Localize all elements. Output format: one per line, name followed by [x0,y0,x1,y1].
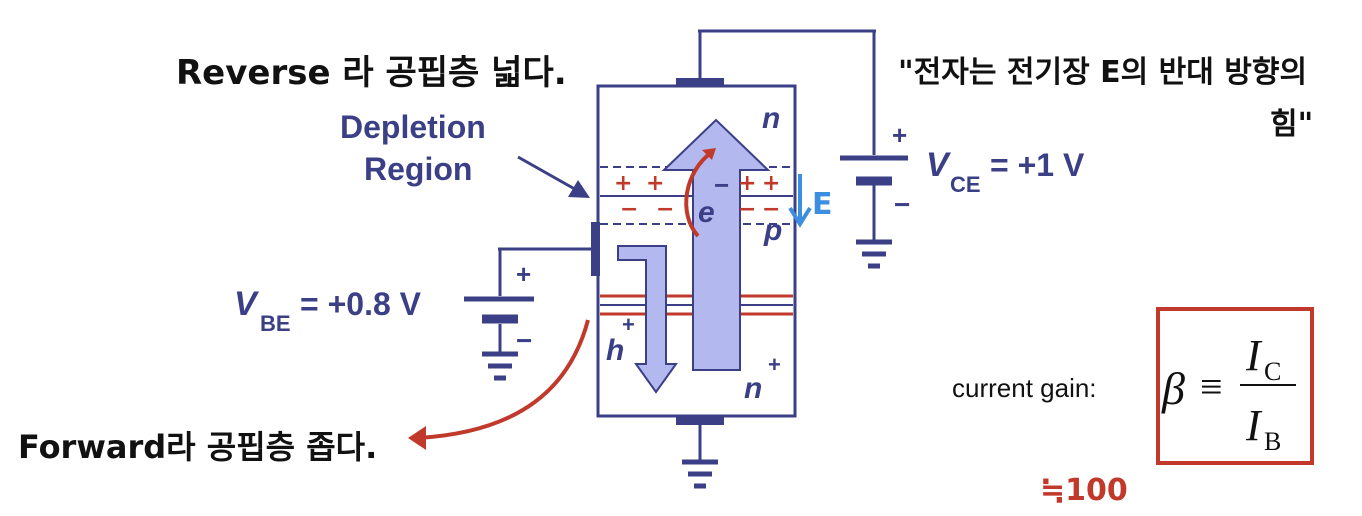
svg-text:+: + [762,171,780,196]
svg-text:V: V [234,285,260,323]
formula-box [1156,307,1314,465]
vce-minus-sign: − [894,189,910,220]
emitter-contact [676,416,724,425]
svg-text:CE: CE [950,172,981,197]
e-field-arrow-head [788,206,812,228]
depletion-pointer-arrowhead [568,180,590,198]
vce-ground-icon [856,239,892,269]
svg-text:+: + [614,171,632,196]
depletion-pointer-line [517,155,581,194]
vbe-plus-sign: + [516,259,531,289]
emitter-n-label: n [744,372,762,405]
depletion-charges: + + + + − − − − [614,171,780,222]
svg-text:= +1 V: = +1 V [990,147,1085,183]
formula-prefix: current gain: [952,373,1097,403]
svg-text:−: − [620,197,638,222]
emitter-ground-icon [682,459,718,489]
vce-label: V CE = +1 V [926,146,1085,197]
svg-text:BE: BE [260,311,291,336]
forward-pointer-arrow [417,319,590,440]
vbe-ground-icon [482,351,518,381]
numerator-sub: C [1264,357,1281,386]
numerator-i: I [1245,331,1263,380]
base-contact [591,222,600,276]
svg-text:−: − [656,197,674,222]
forward-note: Forward라 공핍층 좁다. [18,428,377,466]
denominator-i: I [1245,401,1263,450]
beta-symbol: β [1161,363,1185,414]
equiv-symbol: ≡ [1200,364,1223,409]
quote-note-line1: "전자는 전기장 E의 반대 방향의 [898,55,1307,90]
quote-note-line2: 힘" [1270,107,1313,142]
base-p-label: p [763,214,782,247]
forward-pointer-arrowhead [408,426,426,450]
electron-label: e [698,196,715,229]
svg-text:−: − [762,197,780,222]
depletion-label-line1: Depletion [340,109,486,145]
hole-flow-arrow [617,245,678,394]
reverse-note: Reverse 라 공핍층 넓다. [176,53,567,93]
collector-contact [676,78,724,87]
svg-text:+: + [738,171,756,196]
approx-gain-note: ≒100 [1040,473,1128,508]
denominator-sub: B [1264,427,1281,456]
force-curve-arrowhead [702,148,716,160]
hole-label: h [606,334,624,367]
svg-text:= +0.8 V: = +0.8 V [300,286,422,322]
emitter-n-plus: + [768,352,781,377]
depletion-label-line2: Region [364,151,472,187]
svg-text:V: V [926,146,952,184]
collector-n-label: n [762,102,780,135]
vbe-label: V BE = +0.8 V [234,285,422,336]
e-field-label: E [812,187,833,222]
electron-minus: − [714,170,729,200]
vbe-minus-sign: − [516,325,532,356]
svg-text:+: + [646,171,664,196]
force-curve-arrow [684,150,714,238]
hole-plus: + [622,312,635,337]
electron-flow-arrow [661,118,771,371]
svg-text:−: − [738,197,756,222]
vce-plus-sign: + [892,120,907,150]
